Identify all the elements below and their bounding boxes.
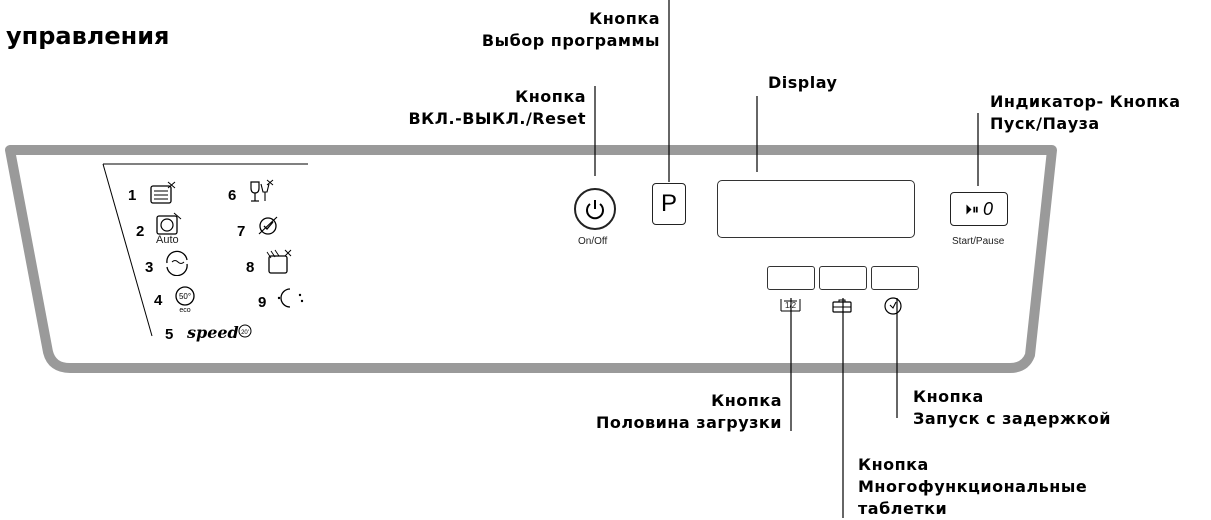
callout-multi-tabs: Кнопка Многофункциональные таблетки bbox=[858, 454, 1087, 520]
delay-clock-icon bbox=[884, 297, 902, 315]
heavy-pot-icon bbox=[150, 181, 176, 204]
callout-delay-start: Кнопка Запуск с задержкой bbox=[913, 386, 1111, 430]
program-number: 4 bbox=[154, 292, 163, 309]
on-off-label: On/Off bbox=[578, 236, 608, 247]
glass-icon bbox=[250, 179, 274, 202]
program-number: 6 bbox=[228, 187, 237, 204]
display-screen bbox=[717, 180, 915, 238]
on-off-button[interactable] bbox=[574, 188, 616, 230]
svg-text:20': 20' bbox=[241, 330, 249, 336]
callout-line: Кнопка bbox=[515, 87, 586, 106]
auto-label: Auto bbox=[156, 234, 179, 246]
program-number: 8 bbox=[246, 259, 255, 276]
half-load-button[interactable] bbox=[767, 266, 815, 290]
auto-icon bbox=[156, 212, 182, 235]
eco-icon: 50° eco bbox=[175, 286, 195, 314]
callout-line: Display bbox=[768, 73, 838, 92]
callout-program-select: Кнопка Выбор программы bbox=[450, 8, 660, 52]
callout-line: Многофункциональные bbox=[858, 477, 1088, 496]
program-number: 3 bbox=[145, 259, 154, 276]
callout-line: Половина загрузки bbox=[595, 413, 782, 432]
callout-display: Display bbox=[768, 72, 837, 94]
callout-line: таблетки bbox=[858, 499, 948, 518]
program-number: 2 bbox=[136, 223, 145, 240]
svg-text:50°: 50° bbox=[179, 292, 191, 301]
callout-line: Кнопка bbox=[913, 387, 984, 406]
program-number: 5 bbox=[165, 326, 174, 343]
svg-text:speed: speed bbox=[186, 323, 239, 342]
multi-tablet-button[interactable] bbox=[819, 266, 867, 290]
delay-start-button[interactable] bbox=[871, 266, 919, 290]
speed-icon: speed 20' bbox=[186, 323, 252, 342]
page-title: управления bbox=[6, 22, 170, 50]
program-number: 9 bbox=[258, 294, 267, 311]
callout-line: Индикатор- Кнопка bbox=[990, 92, 1181, 111]
callout-start-pause: Индикатор- Кнопка Пуск/Пауза bbox=[990, 91, 1181, 135]
callout-line: Пуск/Пауза bbox=[990, 114, 1100, 133]
start-pause-button[interactable]: ⏵⏸ 0 bbox=[950, 192, 1008, 226]
play-pause-icon: ⏵⏸ bbox=[964, 200, 979, 217]
program-select-button[interactable]: P bbox=[652, 183, 686, 225]
program-number: 1 bbox=[128, 187, 137, 204]
half-load-icon bbox=[780, 299, 801, 312]
half-load-text: 1/2 bbox=[785, 301, 797, 310]
soak-icon bbox=[266, 249, 292, 274]
callout-line: Кнопка bbox=[711, 391, 782, 410]
night-icon bbox=[277, 288, 304, 308]
callout-on-off: Кнопка ВКЛ.-ВЫКЛ./Reset bbox=[360, 86, 586, 130]
rinse-icon bbox=[166, 250, 188, 276]
callout-line: Кнопка bbox=[589, 9, 660, 28]
program-number: 7 bbox=[237, 223, 246, 240]
callout-line: Запуск с задержкой bbox=[913, 409, 1111, 428]
callout-line: Выбор программы bbox=[481, 31, 660, 50]
callout-line: Кнопка bbox=[858, 455, 929, 474]
power-icon bbox=[586, 200, 604, 220]
svg-text:eco: eco bbox=[179, 307, 190, 314]
intensive-icon bbox=[258, 216, 278, 235]
start-pause-digit: 0 bbox=[982, 198, 993, 219]
start-pause-label: Start/Pause bbox=[952, 236, 1005, 247]
tablet-icon bbox=[832, 299, 852, 313]
callout-line: ВКЛ.-ВЫКЛ./Reset bbox=[408, 109, 586, 128]
callout-half-load: Кнопка Половина загрузки bbox=[560, 390, 782, 434]
